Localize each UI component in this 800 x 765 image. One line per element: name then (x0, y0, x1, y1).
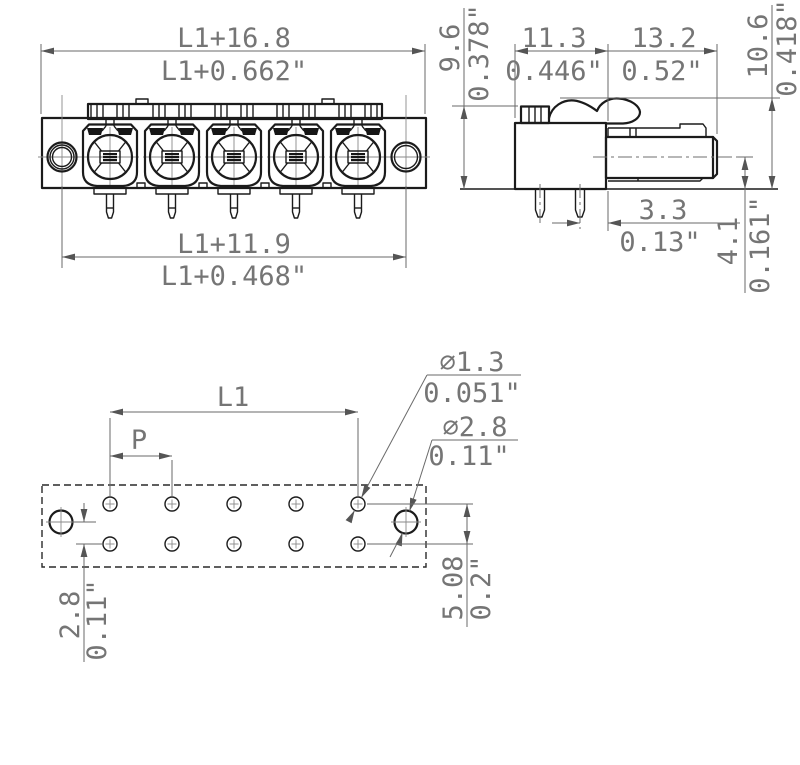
dim-body-height-mm: 9.6 (435, 24, 466, 73)
dim-l1-label: L1 (217, 382, 250, 413)
screw-terminal-pole (265, 117, 327, 188)
mount-hole-left (44, 505, 78, 539)
dim-body-depth-in: 0.446" (505, 56, 603, 87)
dim-overall-width-mm: L1+16.8 (177, 23, 291, 54)
dim-depths: 11.3 0.446" 13.2 0.52" (505, 23, 718, 134)
side-pins (534, 184, 586, 229)
side-body (513, 121, 608, 191)
coding-tab (135, 98, 149, 105)
mounting-hole-right (382, 95, 430, 186)
release-lever (547, 97, 642, 125)
mount-hole-right (389, 505, 423, 539)
plug-tab-strip (86, 102, 384, 121)
dim-row-spacing: 5.08 0.2" (367, 503, 497, 627)
front-view: L1+16.8 L1+0.662" L1+11.9 L1+0.468" (38, 23, 430, 292)
solder-pin (105, 193, 115, 219)
mounting-hole-left (38, 95, 86, 186)
housing-feet (93, 182, 375, 195)
dim-mount-pitch: L1+11.9 L1+0.468" (61, 186, 407, 292)
dim-mount-offset: 2.8 0.11" (55, 503, 113, 662)
dim-overall-width: L1+16.8 L1+0.662" (40, 23, 426, 114)
screw-terminal-pole (141, 117, 203, 188)
coding-tab (321, 98, 335, 105)
side-wire-entry (519, 105, 551, 125)
dim-overall-height: 10.6 0.418" (560, 0, 800, 189)
dim-mount-hole-mm: ⌀2.8 (442, 412, 507, 443)
solder-pin (291, 193, 301, 219)
side-view: 11.3 0.446" 13.2 0.52" 9.6 0.378" 10.6 0… (435, 0, 800, 294)
dim-pin-hole-mm: ⌀1.3 (439, 347, 504, 378)
callout-pin-hole: ⌀1.3 0.051" (345, 347, 521, 524)
dim-pin-hole-in: 0.051" (423, 378, 521, 409)
dim-body-depth-mm: 11.3 (521, 23, 586, 54)
screw-terminal-pole (327, 117, 389, 188)
dim-plug-depth-in: 0.52" (621, 56, 702, 87)
dim-pin-to-edge: 3.3 0.13" (552, 191, 740, 258)
dim-overall-width-in: L1+0.662" (161, 56, 307, 87)
dim-plug-depth-mm: 13.2 (631, 23, 696, 54)
solder-pin (353, 193, 363, 219)
solder-pin (167, 193, 177, 219)
screw-terminal-pole (79, 117, 141, 188)
drilling-plan: L1 P ⌀1.3 0.051" ⌀2.8 0. (41, 347, 521, 662)
dim-axis-height-in: 0.161" (745, 196, 776, 294)
dim-pin-to-edge-mm: 3.3 (639, 195, 688, 226)
dim-overall-height-in: 0.418" (772, 0, 800, 97)
dim-row-spacing-in: 0.2" (466, 555, 497, 620)
dim-mount-offset-mm: 2.8 (55, 591, 86, 640)
dim-axis-height-mm: 4.1 (713, 217, 744, 266)
dim-row-spacing-mm: 5.08 (438, 555, 469, 620)
dim-mount-offset-in: 0.11" (82, 579, 113, 660)
dim-axis-height: 4.1 0.161" (713, 156, 776, 294)
callout-mount-hole: ⌀2.8 0.11" (389, 412, 518, 558)
solder-pin (229, 193, 239, 219)
dim-body-height: 9.6 0.378" (435, 4, 518, 189)
dim-pin-to-edge-in: 0.13" (619, 227, 700, 258)
dim-mount-hole-in: 0.11" (428, 441, 509, 472)
board-outline (41, 484, 427, 568)
dim-pitch-label: P (131, 425, 147, 456)
dim-overall-height-mm: 10.6 (743, 13, 774, 78)
screw-terminal-pole (203, 117, 265, 188)
dim-mount-pitch-in: L1+0.468" (161, 261, 307, 292)
pin-holes (102, 496, 366, 552)
dim-l1: L1 (109, 382, 359, 496)
dim-pitch: P (110, 425, 173, 496)
dim-mount-pitch-mm: L1+11.9 (177, 229, 291, 260)
dim-body-height-in: 0.378" (464, 4, 495, 102)
socket-barrel (593, 123, 738, 182)
